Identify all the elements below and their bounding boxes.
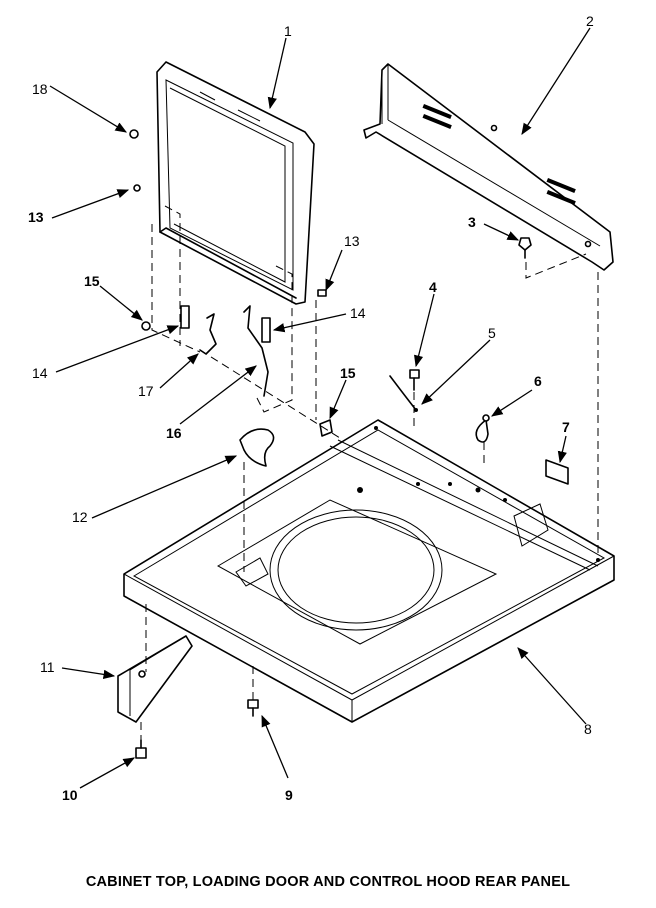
callout-11: 11 [40, 659, 55, 675]
callout-13-right: 13 [344, 233, 360, 249]
handle-part-12 [239, 428, 275, 467]
spring-part-16 [243, 305, 269, 397]
control-hood-rear-panel-part [363, 63, 614, 271]
callout-1: 1 [284, 23, 292, 39]
screw-part-10 [135, 739, 147, 759]
leader-lines [49, 27, 591, 789]
diagram-caption: CABINET TOP, LOADING DOOR AND CONTROL HO… [85, 874, 571, 890]
loading-door-part [156, 61, 315, 305]
cabinet-top-part [123, 419, 615, 723]
callout-12: 12 [72, 509, 88, 525]
label-part-7 [545, 459, 569, 485]
bumper-part-15-right [319, 419, 333, 437]
callout-5: 5 [488, 325, 496, 341]
fastener-part-13-left [133, 184, 141, 192]
callout-labels: 1 2 3 4 5 6 7 8 9 10 11 12 13 13 14 14 1… [28, 13, 594, 803]
bumper-part-15-left [141, 321, 151, 331]
callout-6: 6 [534, 373, 542, 389]
callout-4: 4 [429, 279, 437, 295]
callout-15-left: 15 [84, 273, 100, 289]
bracket-part-11 [117, 635, 193, 723]
callout-16: 16 [166, 425, 182, 441]
callout-15-right: 15 [340, 365, 356, 381]
hinge-part-14-left [180, 305, 190, 329]
callout-13-left: 13 [28, 209, 44, 225]
callout-18: 18 [32, 81, 48, 97]
screw-part-9 [247, 699, 259, 717]
fastener-part-13-right [317, 289, 327, 297]
callout-14-right: 14 [350, 305, 366, 321]
hinge-part-14-right [261, 317, 271, 343]
callout-17: 17 [138, 383, 154, 399]
callout-14-left: 14 [32, 365, 48, 381]
spring-part-17 [199, 313, 217, 355]
alignment-lines [140, 205, 599, 740]
callout-3: 3 [468, 214, 476, 230]
callout-10: 10 [62, 787, 78, 803]
fastener-part-18 [129, 129, 139, 139]
screw-part-4 [409, 369, 420, 391]
callout-7: 7 [562, 419, 570, 435]
callout-8: 8 [584, 721, 592, 737]
callout-9: 9 [285, 787, 293, 803]
clip-part-6 [475, 414, 490, 443]
callout-2: 2 [586, 13, 594, 29]
screw-part-3 [518, 237, 532, 259]
